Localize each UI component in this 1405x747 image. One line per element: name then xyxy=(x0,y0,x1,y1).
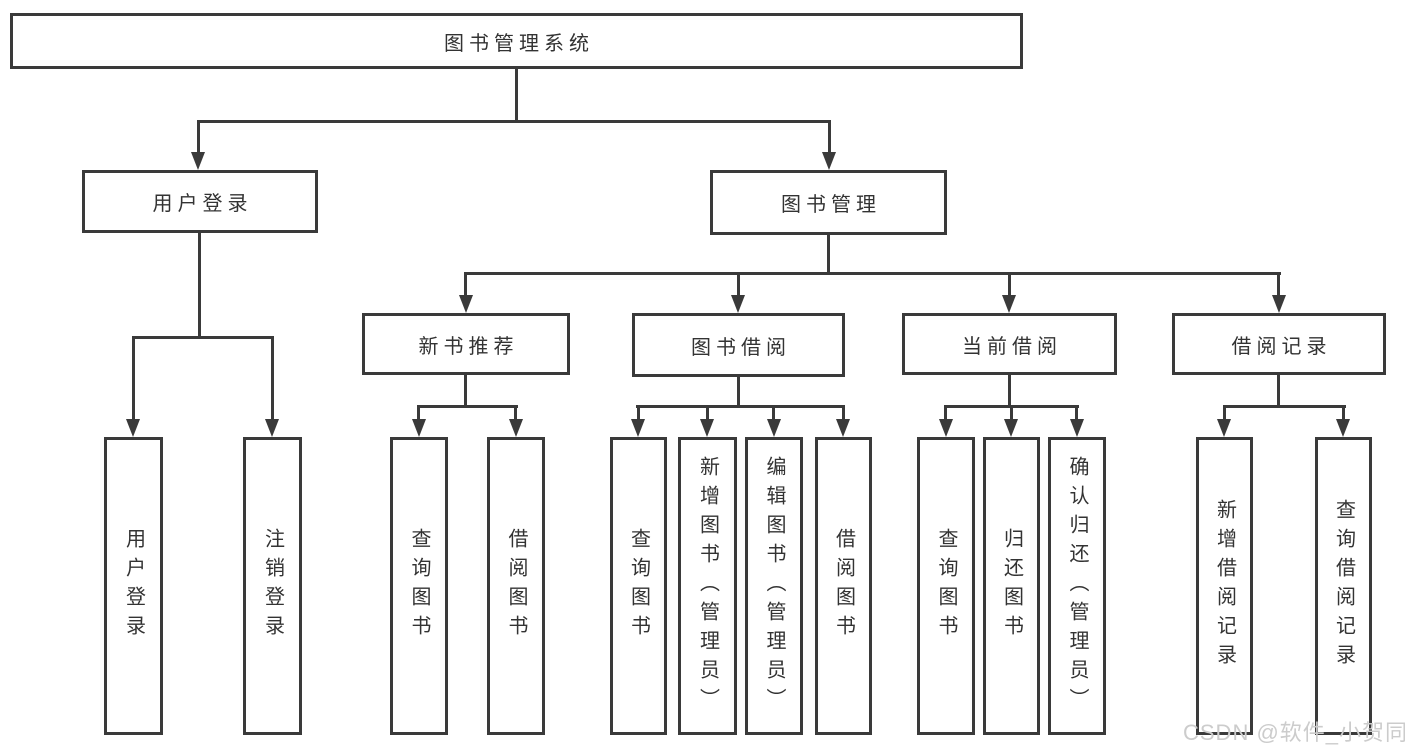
connector-line xyxy=(1223,405,1346,408)
arrow-down-icon xyxy=(265,419,279,437)
connector-line xyxy=(828,120,831,153)
arrow-down-icon xyxy=(731,295,745,313)
arrow-down-icon xyxy=(836,419,850,437)
leaf-logout: 注销登录 xyxy=(243,437,302,735)
connector-line xyxy=(827,235,830,272)
connector-line xyxy=(944,405,947,419)
connector-line xyxy=(772,405,775,419)
leaf-label: 注销登录 xyxy=(261,528,284,644)
arrow-down-icon xyxy=(1004,419,1018,437)
leaf-label: 编辑图书（管理员） xyxy=(763,455,785,717)
arrow-down-icon xyxy=(191,152,205,170)
leaf-edit-book-admin: 编辑图书（管理员） xyxy=(745,437,803,735)
node-book-management: 图书管理 xyxy=(710,170,947,235)
connector-line xyxy=(1342,405,1345,419)
connector-line xyxy=(198,233,201,336)
leaf-confirm-return-admin: 确认归还（管理员） xyxy=(1048,437,1106,735)
node-root: 图书管理系统 xyxy=(10,13,1023,69)
node-book-borrow: 图书借阅 xyxy=(632,313,845,377)
leaf-label: 借阅图书 xyxy=(505,528,527,644)
connector-line xyxy=(514,405,517,419)
arrow-down-icon xyxy=(1272,295,1286,313)
leaf-add-book-admin: 新增图书（管理员） xyxy=(678,437,737,735)
connector-line xyxy=(737,377,740,405)
node-borrow-records: 借阅记录 xyxy=(1172,313,1386,375)
leaf-add-borrow-record: 新增借阅记录 xyxy=(1196,437,1253,735)
connector-line xyxy=(464,272,1281,275)
connector-line xyxy=(1277,272,1280,297)
connector-line xyxy=(636,405,845,408)
arrow-down-icon xyxy=(1070,419,1084,437)
leaf-label: 查询图书 xyxy=(408,528,430,644)
node-new-book-recommend: 新书推荐 xyxy=(362,313,570,375)
leaf-return-books: 归还图书 xyxy=(983,437,1040,735)
connector-line xyxy=(464,272,467,297)
connector-line xyxy=(1008,375,1011,405)
leaf-label: 新增图书（管理员） xyxy=(696,455,719,717)
leaf-query-borrow-record: 查询借阅记录 xyxy=(1315,437,1372,735)
node-user-login: 用户登录 xyxy=(82,170,318,233)
arrow-down-icon xyxy=(1002,295,1016,313)
arrow-down-icon xyxy=(1217,419,1231,437)
leaf-label: 借阅图书 xyxy=(832,528,855,644)
connector-line xyxy=(197,120,831,123)
arrow-down-icon xyxy=(509,419,523,437)
connector-line xyxy=(706,405,709,419)
connector-line xyxy=(197,120,200,153)
leaf-label: 查询借阅记录 xyxy=(1332,499,1355,673)
leaf-query-books-borrow: 查询图书 xyxy=(610,437,667,735)
connector-line xyxy=(637,405,640,419)
connector-line xyxy=(842,405,845,419)
connector-line xyxy=(132,336,135,419)
arrow-down-icon xyxy=(939,419,953,437)
leaf-label: 查询图书 xyxy=(627,528,650,644)
connector-line xyxy=(271,336,274,419)
arrow-down-icon xyxy=(631,419,645,437)
connector-line xyxy=(1008,272,1011,297)
arrow-down-icon xyxy=(459,295,473,313)
connector-line xyxy=(417,405,518,408)
arrow-down-icon xyxy=(822,152,836,170)
arrow-down-icon xyxy=(767,419,781,437)
leaf-borrow-books: 借阅图书 xyxy=(815,437,872,735)
connector-line xyxy=(1277,375,1280,405)
connector-line xyxy=(417,405,420,419)
connector-line xyxy=(737,272,740,297)
arrow-down-icon xyxy=(1336,419,1350,437)
connector-line xyxy=(1223,405,1226,419)
leaf-query-books-current: 查询图书 xyxy=(917,437,975,735)
connector-line xyxy=(1075,405,1078,419)
arrow-down-icon xyxy=(412,419,426,437)
leaf-user-login: 用户登录 xyxy=(104,437,163,735)
leaf-label: 查询图书 xyxy=(935,528,957,644)
connector-line xyxy=(464,375,467,405)
csdn-watermark: CSDN @软件_小贺同学 xyxy=(1183,720,1405,745)
leaf-label: 新增借阅记录 xyxy=(1213,499,1236,673)
connector-line xyxy=(515,69,518,120)
node-current-borrow: 当前借阅 xyxy=(902,313,1117,375)
connector-line xyxy=(1010,405,1013,419)
arrow-down-icon xyxy=(700,419,714,437)
leaf-query-books-recommend: 查询图书 xyxy=(390,437,448,735)
leaf-label: 确认归还（管理员） xyxy=(1066,455,1088,717)
arrow-down-icon xyxy=(126,419,140,437)
leaf-label: 用户登录 xyxy=(122,528,145,644)
leaf-label: 归还图书 xyxy=(1000,528,1023,644)
connector-line xyxy=(132,336,274,339)
leaf-borrow-books-recommend: 借阅图书 xyxy=(487,437,545,735)
